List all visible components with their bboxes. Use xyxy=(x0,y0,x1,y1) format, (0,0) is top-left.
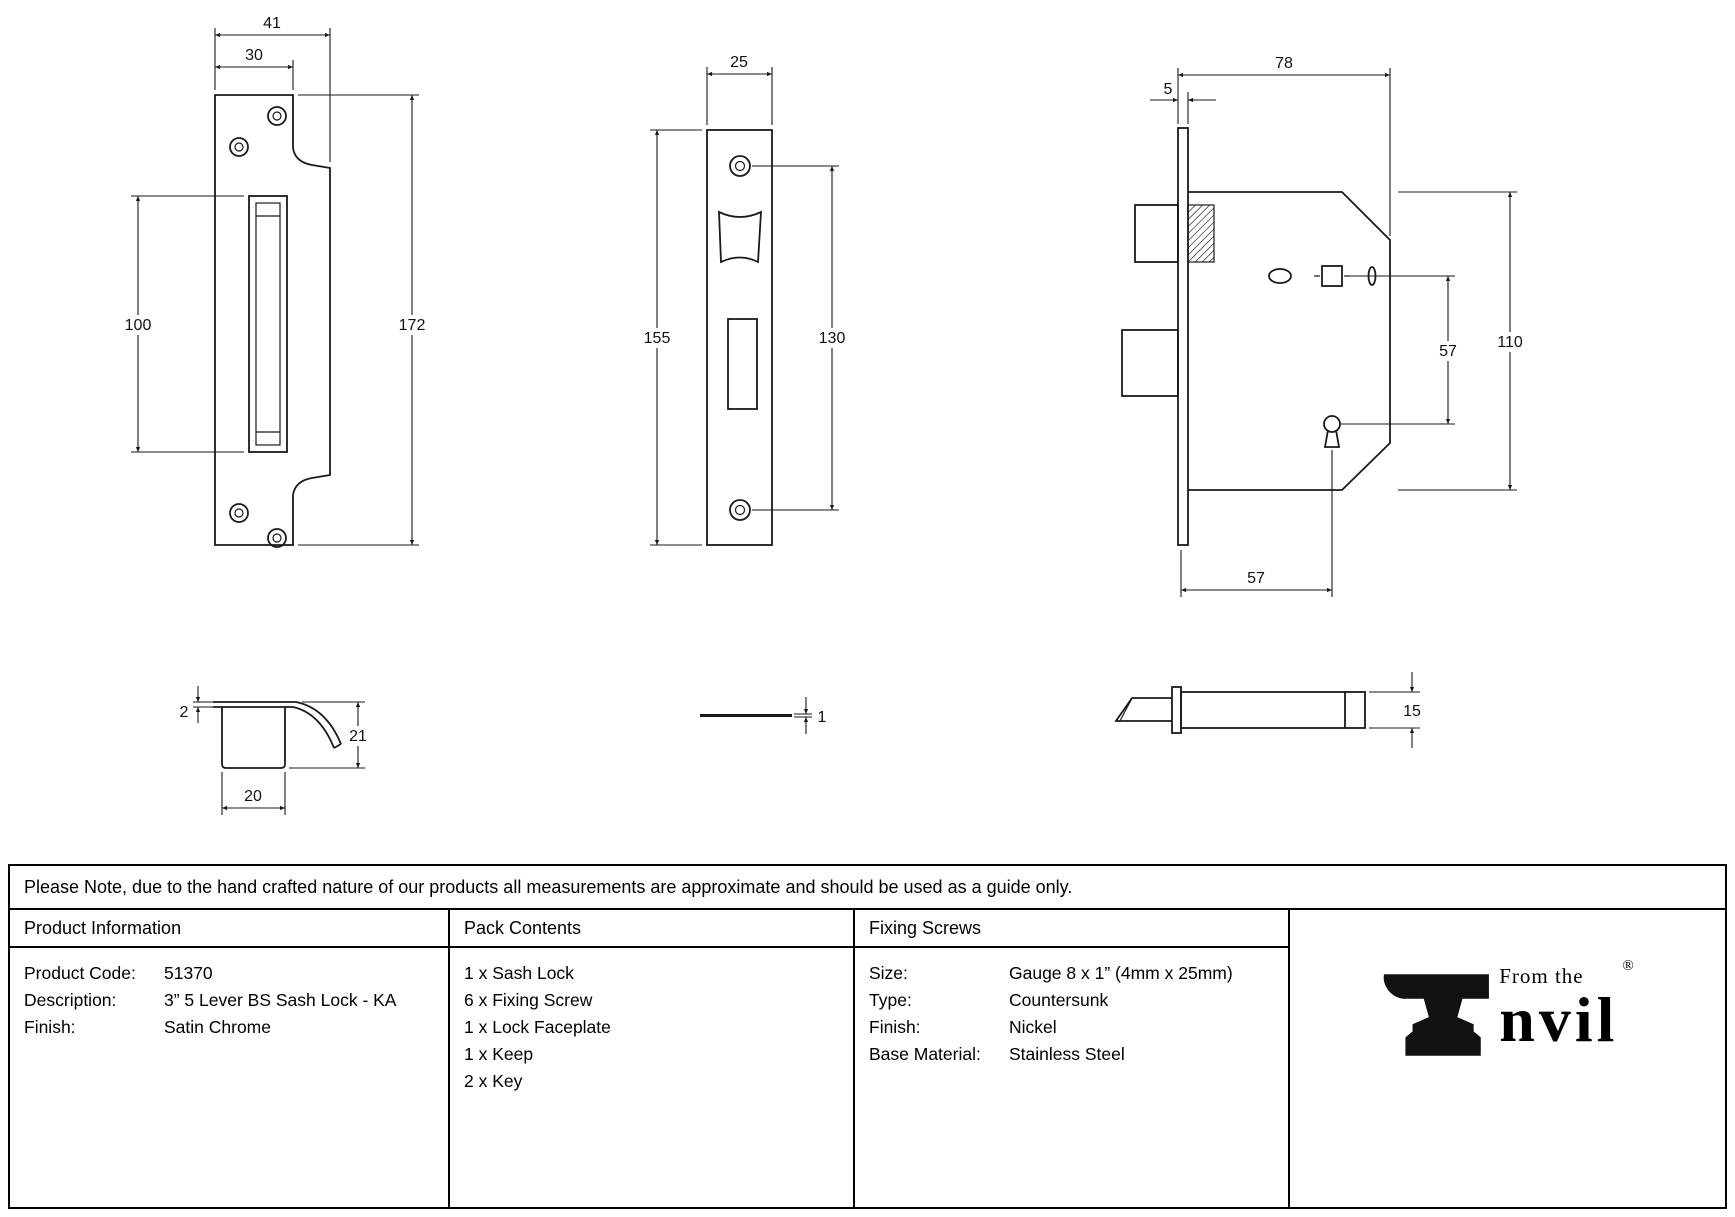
dim-keep-depth: 21 xyxy=(349,728,367,745)
logo-text: From the nvil xyxy=(1499,964,1619,1055)
drawing-keep-front: 41 30 100 172 xyxy=(120,15,430,548)
product-info-row: Finish: Satin Chrome xyxy=(24,1014,434,1041)
lock-case-outline xyxy=(1188,191,1391,491)
screw-hole xyxy=(729,499,751,521)
screw-hole xyxy=(729,155,751,177)
dim-lock-follower-to-key: 57 xyxy=(1439,343,1457,360)
latch-bolt xyxy=(1134,204,1179,263)
keyhole xyxy=(1323,415,1341,433)
value: Stainless Steel xyxy=(1009,1044,1125,1064)
lock-faceplate-edge xyxy=(1177,127,1189,546)
note-text: Please Note, due to the hand crafted nat… xyxy=(24,876,1073,897)
drawing-lock-case: 78 5 110 57 57 xyxy=(1121,55,1528,597)
screw-hole xyxy=(267,106,287,126)
label: Size: xyxy=(869,963,908,983)
keep-outline xyxy=(214,94,331,546)
pack-item: 1 x Keep xyxy=(464,1044,534,1064)
pack-item: 2 x Key xyxy=(464,1071,523,1091)
keep-box xyxy=(248,195,288,453)
value: Countersunk xyxy=(1009,990,1109,1010)
dim-faceplate-hole-spacing: 130 xyxy=(819,330,846,347)
deadbolt xyxy=(1121,329,1179,397)
latch-spring-hatch xyxy=(1187,204,1215,263)
fixing-screws-body: Size: Gauge 8 x 1” (4mm x 25mm) Type: Co… xyxy=(855,948,1290,1207)
label: Base Material: xyxy=(869,1044,981,1064)
drawing-lock-edge: 15 xyxy=(1114,672,1421,748)
fixing-screws-row: Size: Gauge 8 x 1” (4mm x 25mm) xyxy=(869,960,1274,987)
anvil-logo: From the nvil ® xyxy=(1381,958,1634,1064)
dim-keep-overall-height: 172 xyxy=(399,317,426,334)
label: Description: xyxy=(24,990,117,1010)
dim-lock-backset: 57 xyxy=(1247,570,1265,587)
registered-mark: ® xyxy=(1622,958,1634,974)
anvil-icon xyxy=(1383,974,1490,1056)
dim-keep-lip-thickness: 2 xyxy=(180,704,189,721)
dim-keep-box-height: 100 xyxy=(125,317,152,334)
label: Type: xyxy=(869,990,912,1010)
dim-faceplate-width: 25 xyxy=(730,54,748,71)
keyhole-slot xyxy=(1323,429,1341,448)
label: Finish: xyxy=(869,1017,921,1037)
dim-lock-case-thickness: 15 xyxy=(1403,703,1421,720)
spindle-hole xyxy=(1321,265,1343,287)
dim-lock-case-height: 110 xyxy=(1497,334,1523,351)
screw-hole xyxy=(229,137,249,157)
pack-contents-body: 1 x Sash Lock 6 x Fixing Screw 1 x Lock … xyxy=(450,948,855,1207)
keep-pocket xyxy=(221,707,286,769)
dim-keep-width: 20 xyxy=(244,788,262,805)
pack-item: 1 x Lock Faceplate xyxy=(464,1017,611,1037)
header-product-information: Product Information xyxy=(10,910,450,948)
dim-faceplate-thickness: 1 xyxy=(818,709,827,726)
technical-drawings: 41 30 100 172 xyxy=(120,15,1528,815)
drawing-faceplate-front: 25 155 130 xyxy=(639,54,850,546)
case-edge xyxy=(1180,691,1366,729)
label: Finish: xyxy=(24,1017,76,1037)
drawing-faceplate-side: 1 xyxy=(700,697,827,734)
dim-lock-faceplate-thickness: 5 xyxy=(1164,81,1173,98)
logo-from-the: From the xyxy=(1499,964,1584,988)
info-panel: Please Note, due to the hand crafted nat… xyxy=(8,864,1727,1209)
pack-item: 1 x Sash Lock xyxy=(464,963,574,983)
dim-lock-depth: 78 xyxy=(1275,55,1293,72)
latch-cutout xyxy=(718,210,762,264)
product-info-row: Product Code: 51370 xyxy=(24,960,434,987)
fixing-screws-row: Type: Countersunk xyxy=(869,987,1274,1014)
deadbolt-cutout xyxy=(727,318,758,410)
pack-item: 6 x Fixing Screw xyxy=(464,990,593,1010)
logo-brand: nvil xyxy=(1499,984,1619,1055)
product-information-body: Product Code: 51370 Description: 3” 5 Le… xyxy=(10,948,450,1207)
product-info-row: Description: 3” 5 Lever BS Sash Lock - K… xyxy=(24,987,434,1014)
screw-hole xyxy=(229,503,249,523)
latch-bevel xyxy=(1114,697,1172,722)
value: Gauge 8 x 1” (4mm x 25mm) xyxy=(1009,963,1233,983)
label: Product Code: xyxy=(24,963,136,983)
faceplate-outline xyxy=(706,129,773,546)
keep-lip-outer xyxy=(213,701,342,745)
faceplate-edge xyxy=(700,714,792,717)
screw-hole xyxy=(267,528,287,548)
header-fixing-screws: Fixing Screws xyxy=(855,910,1290,948)
fixing-screws-row: Finish: Nickel xyxy=(869,1014,1274,1041)
dim-keep-overall-width: 41 xyxy=(263,15,281,32)
value: 51370 xyxy=(164,963,213,983)
faceplate-edge xyxy=(1171,686,1182,734)
drawing-keep-profile: 2 21 20 xyxy=(180,686,372,815)
value: Nickel xyxy=(1009,1017,1057,1037)
value: 3” 5 Lever BS Sash Lock - KA xyxy=(164,990,397,1010)
keep-lip-inner xyxy=(213,706,335,749)
dim-keep-plate-width: 30 xyxy=(245,47,263,64)
info-table: Product Information Pack Contents Fixing… xyxy=(10,910,1725,1207)
header-pack-contents: Pack Contents xyxy=(450,910,855,948)
logo-cell: From the nvil ® xyxy=(1290,910,1725,1207)
value: Satin Chrome xyxy=(164,1017,271,1037)
dim-faceplate-height: 155 xyxy=(644,330,671,347)
oval-hole xyxy=(1268,268,1292,284)
note-bar: Please Note, due to the hand crafted nat… xyxy=(10,866,1725,910)
fixing-screws-row: Base Material: Stainless Steel xyxy=(869,1041,1274,1068)
